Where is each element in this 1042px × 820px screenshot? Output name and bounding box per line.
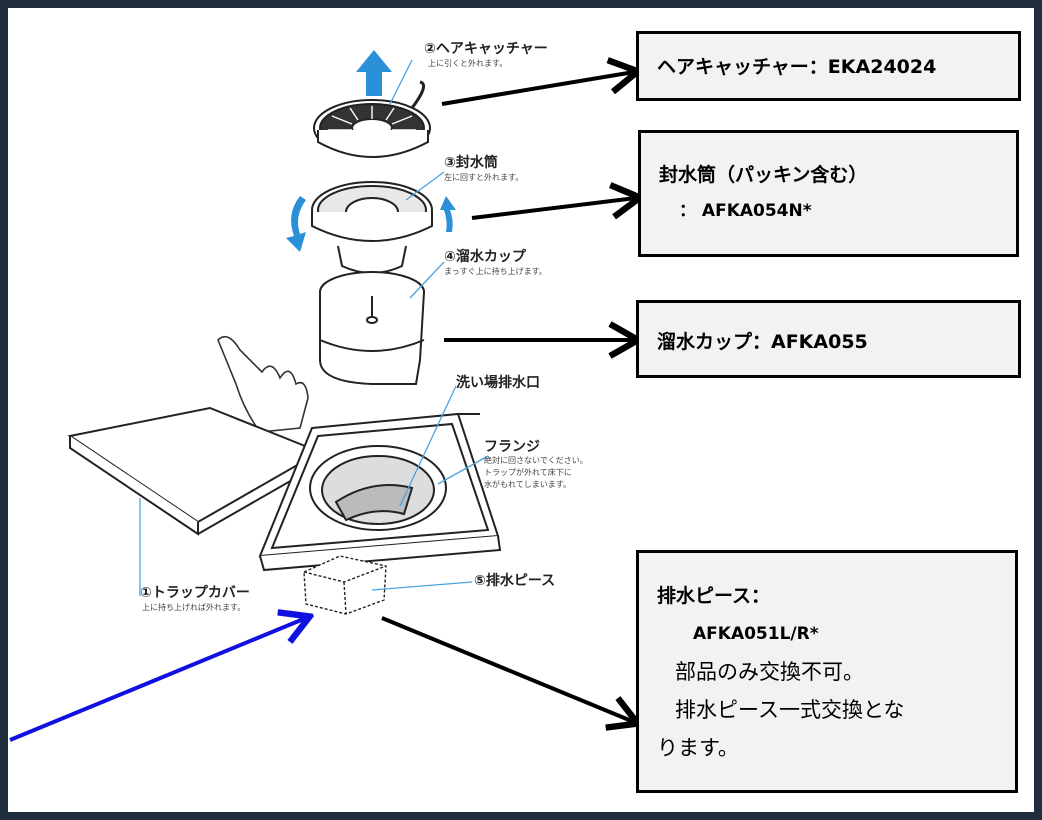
callout-drain-piece-code: AFKA051L/R* (693, 624, 819, 644)
blue-pointer-arrow (9, 618, 306, 742)
label-seal-tube: ③封水筒 (444, 155, 498, 171)
label-drain-piece: ⑤排水ピース (474, 573, 556, 589)
hair-catcher-comb (328, 106, 416, 143)
label-trap-cover-note: 上に持ち上げれば外れます。 (142, 603, 246, 612)
label-seal-tube-note: 左に回すと外れます。 (444, 173, 524, 182)
label-hair-catcher: ②ヘアキャッチャー (424, 41, 548, 57)
callout-arrows (381, 72, 636, 722)
trap-cover-part (67, 406, 323, 536)
callout-drain-piece-note-3: ります。 (657, 736, 739, 760)
callout-seal-tube: 封水筒（パッキン含む） ： AFKA054N* (638, 130, 1019, 257)
callout-drain-piece-title: 排水ピース： (657, 585, 771, 607)
label-water-cup-note: まっすぐ上に持ち上げます。 (444, 267, 547, 276)
floor-drain-part (258, 412, 502, 572)
label-trap-cover: ①トラップカバー (140, 585, 250, 601)
rotate-arrows-icon (286, 196, 456, 252)
callout-drain-piece-note-2: 排水ピース一式交換とな (675, 698, 905, 722)
label-hair-catcher-note: 上に引くと外れます。 (428, 59, 508, 68)
label-flange-note-2: トラップが外れて床下に (484, 468, 572, 477)
callout-seal-tube-code: ： AFKA054N* (679, 201, 812, 221)
callout-seal-tube-title: 封水筒（パッキン含む） (659, 164, 868, 186)
callout-hair-catcher-text: ヘアキャッチャー：EKA24024 (657, 56, 937, 78)
label-drain-outlet: 洗い場排水口 (456, 375, 540, 391)
callout-hair-catcher: ヘアキャッチャー：EKA24024 (636, 31, 1021, 101)
label-leader-lines (139, 59, 489, 596)
drain-piece-part (303, 555, 387, 615)
label-water-cup: ④溜水カップ (444, 249, 526, 265)
callout-drain-piece-note-1: 部品のみ交換不可。 (675, 660, 864, 684)
water-cup-part (319, 271, 425, 385)
lift-up-arrow-icon (356, 50, 392, 96)
hair-catcher-part (313, 80, 431, 158)
seal-tube-part (311, 181, 433, 274)
label-flange-note-1: 絶対に回さないでください。 (484, 456, 588, 465)
label-flange: フランジ (484, 439, 540, 455)
callout-water-cup: 溜水カップ：AFKA055 (636, 300, 1021, 378)
callout-drain-piece: 排水ピース： AFKA051L/R* 部品のみ交換不可。 排水ピース一式交換とな… (636, 550, 1018, 793)
callout-water-cup-text: 溜水カップ：AFKA055 (657, 331, 868, 353)
label-flange-note-3: 水がもれてしまいます。 (484, 480, 571, 489)
